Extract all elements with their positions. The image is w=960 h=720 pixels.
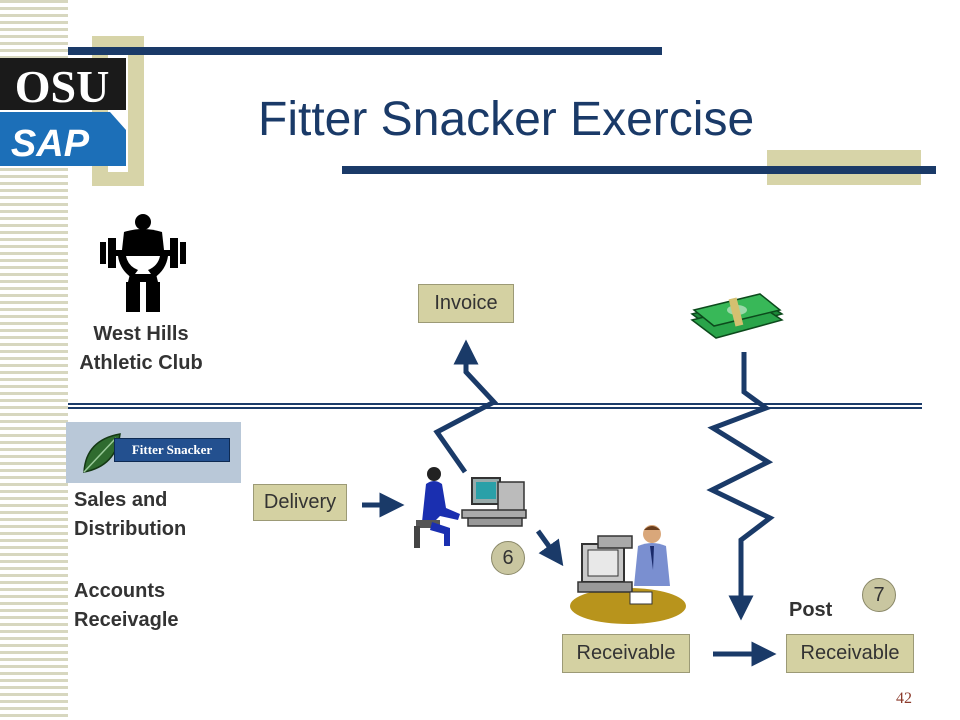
sales-line1: Sales and: [74, 489, 168, 511]
zigzag-to-invoice: [433, 339, 499, 474]
fitter-snacker-text: Fitter Snacker: [131, 442, 213, 457]
computer-worker-icon: [414, 467, 527, 548]
header-bar-top: [68, 47, 662, 55]
osu-sap-logo: OSU SAP: [0, 58, 126, 166]
post-label: Post: [789, 599, 833, 621]
fitter-snacker-logo: Fitter Snacker: [66, 422, 241, 483]
sap-logo-text: SAP: [11, 123, 90, 165]
divider-line-bottom: [68, 407, 922, 409]
leaf-icon: [83, 433, 121, 473]
customer-name: West Hills Athletic Club: [62, 320, 220, 378]
fitter-snacker-badge: Fitter Snacker: [114, 438, 230, 462]
money-stack-icon: [690, 293, 784, 339]
osu-logo-text: OSU: [15, 61, 110, 112]
receivable-box-right: Receivable: [786, 634, 914, 673]
arrow-worker-to-accountant: [535, 529, 564, 567]
accountant-desk-icon: [570, 525, 686, 624]
receivable-box-left: Receivable: [562, 634, 690, 673]
delivery-box: Delivery: [253, 484, 347, 521]
step-7-badge: 7: [862, 578, 896, 612]
page-number: 42: [896, 690, 912, 707]
step-6-badge: 6: [491, 541, 525, 575]
sales-distribution-label: Sales and Distribution: [74, 486, 186, 544]
sales-line2: Distribution: [74, 518, 187, 540]
accounts-receivable-label: Accounts Receivagle: [74, 577, 179, 635]
ar-line2: Receivagle: [74, 609, 179, 631]
header-bar-bottom: [342, 166, 936, 174]
customer-line1: West Hills: [93, 323, 189, 345]
weightlifter-icon: [100, 214, 186, 312]
ar-line1: Accounts: [74, 580, 166, 602]
zigzag-money-down: [706, 352, 775, 621]
customer-line2: Athletic Club: [79, 352, 203, 374]
invoice-box: Invoice: [418, 284, 514, 323]
slide-title: Fitter Snacker Exercise: [258, 93, 755, 146]
